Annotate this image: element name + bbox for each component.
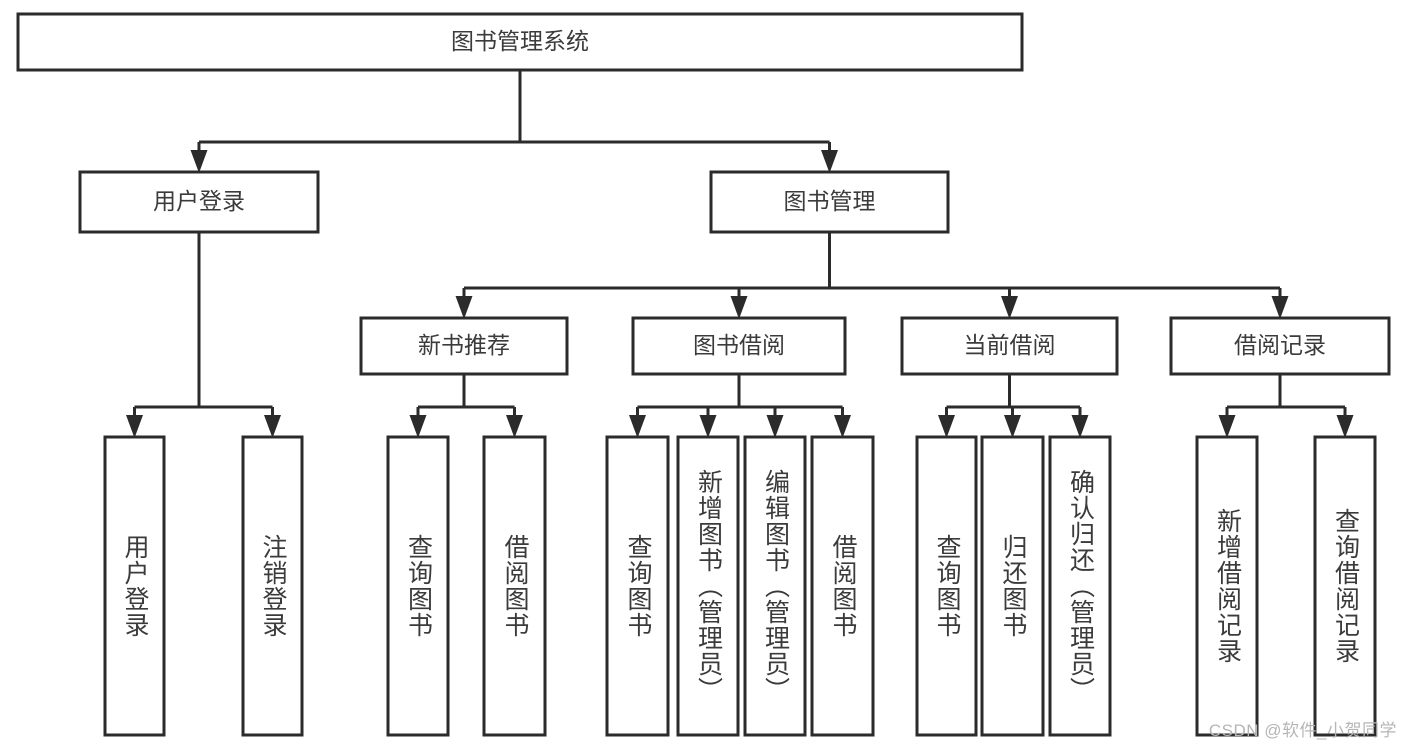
- arrow-head-icon: [821, 150, 838, 173]
- arrow-head-icon: [1004, 415, 1021, 438]
- arrow-head-icon: [506, 415, 523, 438]
- node-label-book-borrow: 图书借阅: [693, 332, 785, 358]
- node-label-root: 图书管理系统: [451, 28, 589, 54]
- node-box-leaf-query-book-1[interactable]: [386, 435, 450, 737]
- arrow-head-icon: [834, 415, 851, 438]
- node-box-leaf-user-logout[interactable]: [241, 435, 304, 737]
- arrow-head-icon: [1001, 296, 1018, 319]
- node-label-book-manage: 图书管理: [784, 188, 876, 214]
- arrow-head-icon: [409, 415, 427, 438]
- node-box-leaf-borrow-book-2[interactable]: [810, 435, 875, 737]
- node-box-current-borrow[interactable]: [900, 316, 1119, 376]
- node-box-leaf-query-book-2[interactable]: [605, 435, 670, 737]
- node-label-current-borrow: 当前借阅: [964, 332, 1056, 358]
- node-box-leaf-add-record[interactable]: [1195, 435, 1259, 737]
- node-box-leaf-edit-book[interactable]: [743, 435, 807, 737]
- node-box-new-book-rec[interactable]: [359, 316, 569, 376]
- connectors-layer: [126, 70, 1354, 438]
- nodes-layer: [16, 12, 1391, 737]
- node-box-leaf-return-book[interactable]: [980, 435, 1045, 737]
- arrow-head-icon: [1218, 415, 1236, 438]
- arrow-head-icon: [190, 150, 208, 173]
- arrow-head-icon: [1271, 296, 1289, 319]
- arrow-head-icon: [938, 415, 955, 438]
- node-box-leaf-query-book-3[interactable]: [915, 435, 978, 737]
- node-box-leaf-borrow-book-1[interactable]: [482, 435, 547, 737]
- arrow-head-icon: [1336, 415, 1354, 438]
- arrow-head-icon: [766, 415, 784, 438]
- node-box-root[interactable]: [16, 12, 1024, 72]
- node-box-borrow-record[interactable]: [1169, 316, 1391, 376]
- arrow-head-icon: [1071, 415, 1089, 438]
- arrow-head-icon: [699, 415, 717, 438]
- node-box-book-borrow[interactable]: [631, 316, 847, 376]
- arrow-head-icon: [264, 415, 281, 438]
- node-box-leaf-user-login[interactable]: [103, 435, 166, 737]
- node-label-user-login: 用户登录: [153, 188, 245, 214]
- arrow-head-icon: [126, 415, 143, 438]
- node-box-leaf-add-book[interactable]: [676, 435, 740, 737]
- arrow-head-icon: [730, 296, 748, 319]
- arrow-head-icon: [629, 415, 646, 438]
- node-box-leaf-confirm-return[interactable]: [1048, 435, 1112, 737]
- node-box-user-login[interactable]: [78, 170, 320, 234]
- watermark-text: CSDN @软件_小贺同学: [1208, 721, 1397, 740]
- node-box-book-manage[interactable]: [709, 170, 950, 234]
- node-box-leaf-query-record[interactable]: [1313, 435, 1377, 737]
- node-label-borrow-record: 借阅记录: [1234, 332, 1326, 358]
- arrow-head-icon: [455, 296, 473, 319]
- node-label-new-book-rec: 新书推荐: [418, 332, 510, 358]
